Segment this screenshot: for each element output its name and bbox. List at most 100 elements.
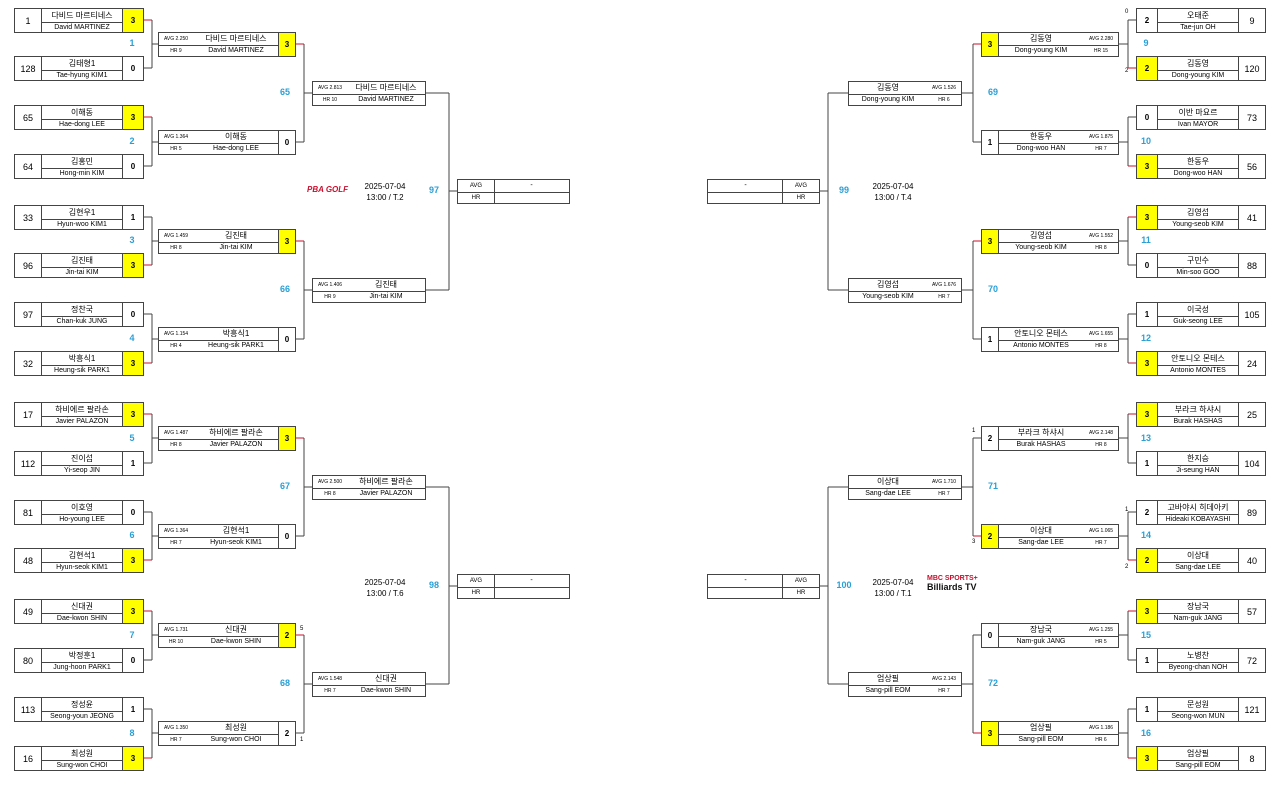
avg-stat: AVG 2.148 [1084,427,1118,440]
set-score: 2 [982,427,999,450]
seed-number: 104 [1238,452,1265,475]
player-name-ko: 다비드 마르티네스 [41,9,123,23]
hr-stat: HR 5 [1095,639,1107,645]
hr-stat: HR 10 [168,639,184,645]
avg-stat: AVG 2.280 [1084,33,1118,46]
player-name-en: Hyun-woo KIM1 [57,221,107,228]
match-number: 5 [129,432,135,443]
player-name-en: Antonio MONTES [1013,342,1069,349]
seed-number: 48 [15,549,42,572]
set-score: 3 [1137,403,1158,426]
player-name-ko: 김태형1 [41,57,123,71]
avg-label: AVG [782,575,819,588]
set-score: 0 [122,155,143,178]
hr-label: HR [782,587,819,599]
player-name-ko: 김현우1 [41,206,123,220]
player-name-en: Sung-won CHOI [56,762,108,769]
set-score: 3 [122,747,143,770]
set-score: 3 [122,403,143,426]
match-number: 9 [1143,38,1149,48]
player-name-ko: 박흥식1 [41,352,123,366]
avg-stat: AVG 1.548 [313,673,347,686]
set-score: 3 [122,9,143,32]
avg-value: - [494,575,569,588]
player-name-en: Heung-sik PARK1 [208,342,264,349]
avg-label: AVG [782,180,819,193]
hr-stat: HR 7 [324,688,336,694]
hr-stat: HR 4 [170,343,182,349]
hr-stat: HR 7 [1095,146,1107,152]
avg-stat: AVG 1.552 [1084,230,1118,243]
player-name-ko: 문성원 [1157,698,1239,712]
player-name-en: David MARTINEZ [54,24,110,31]
player-name-ko: 이해동 [193,131,279,144]
set-score: 3 [982,230,999,253]
match-date: 2025-07-04 [872,578,914,587]
side-note: 2 [1125,68,1129,74]
